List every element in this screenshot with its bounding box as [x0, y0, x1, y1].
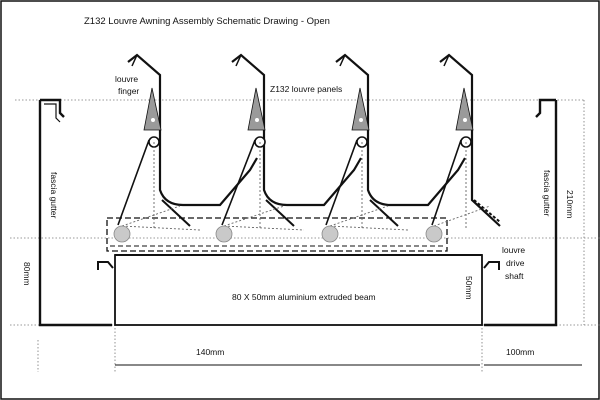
linkage-4-a	[433, 205, 491, 227]
louvre-finger-4	[455, 87, 474, 131]
drive-shaft-label-line1: louvre	[502, 245, 525, 255]
left-fascia-gutter	[38, 98, 112, 327]
left-beam-bracket	[97, 261, 114, 270]
finger-1-hole	[151, 118, 155, 122]
finger-2-hole	[255, 118, 259, 122]
linkage-lines	[121, 142, 491, 231]
linkage-3-a	[329, 205, 389, 227]
dim-210-label: 210mm	[565, 190, 575, 218]
louvre-panel-1-tail	[161, 199, 191, 227]
louvre-panel-2-profile	[231, 53, 362, 207]
drive-pivot-2	[215, 225, 233, 243]
louvre-panel-2-arm	[221, 139, 256, 226]
beam-label: 80 X 50mm aluminium extruded beam	[232, 292, 376, 302]
dim-50-label: 50mm	[464, 276, 474, 300]
louvre-panel-4-arm	[431, 139, 462, 226]
louvre-panel-1-profile	[127, 53, 258, 207]
drive-pivot-4	[425, 225, 443, 243]
linkage-2-a	[223, 205, 285, 227]
louvre-panel-2	[221, 53, 362, 227]
louvre-finger-1	[143, 87, 162, 131]
louvre-panel-3	[325, 53, 466, 227]
drive-pivots	[113, 225, 443, 243]
louvre-panel-2-tail	[265, 199, 295, 227]
louvre-finger-label-line1: louvre	[115, 74, 138, 84]
linkage-3-b	[329, 225, 409, 231]
linkage-1-a	[121, 205, 181, 227]
finger-3-hole	[359, 118, 363, 122]
right-beam-bracket	[483, 261, 500, 270]
drawing-title: Z132 Louvre Awning Assembly Schematic Dr…	[84, 16, 330, 27]
dimension-guides	[10, 99, 600, 372]
louvre-panel-4-tail	[473, 199, 501, 223]
drive-shaft-label-line3: shaft	[505, 271, 524, 281]
louvre-panel-1-arm	[117, 139, 150, 226]
dim-80-label: 80mm	[22, 262, 32, 286]
louvre-panel-4	[431, 53, 501, 227]
dim-100-label: 100mm	[506, 347, 534, 357]
louvre-panel-4-hook	[443, 54, 450, 67]
louvre-panels-label: Z132 louvre panels	[270, 84, 342, 94]
louvre-panel-3-profile	[335, 53, 466, 207]
louvre-finger-label-line2: finger	[118, 86, 139, 96]
aluminium-beam	[114, 254, 483, 326]
linkage-1-b	[121, 225, 201, 231]
louvre-panel-2-hook	[235, 54, 242, 67]
drive-pivot-1	[113, 225, 131, 243]
louvre-panel-4-profile	[439, 53, 501, 227]
louvre-panel-1-hook	[131, 54, 138, 67]
finger-4-hole	[463, 118, 467, 122]
drive-shaft-box	[106, 217, 448, 252]
louvre-panel-3-hook	[339, 54, 346, 67]
dim-140-label: 140mm	[196, 347, 224, 357]
right-fascia-gutter	[484, 98, 558, 327]
louvre-panel-3-tail	[369, 199, 399, 227]
louvre-finger-3	[351, 87, 370, 131]
drive-shaft-label-line2: drive	[506, 258, 525, 268]
louvre-panel-3-arm	[325, 139, 358, 226]
fascia-gutter-left-label: fascia gutter	[49, 172, 59, 218]
louvre-panel-1	[117, 53, 258, 227]
louvre-finger-2	[247, 87, 266, 131]
fascia-gutter-right-label: fascia gutter	[542, 170, 552, 216]
drive-pivot-3	[321, 225, 339, 243]
linkage-2-b	[223, 225, 305, 231]
left-fascia-lip	[44, 103, 61, 123]
